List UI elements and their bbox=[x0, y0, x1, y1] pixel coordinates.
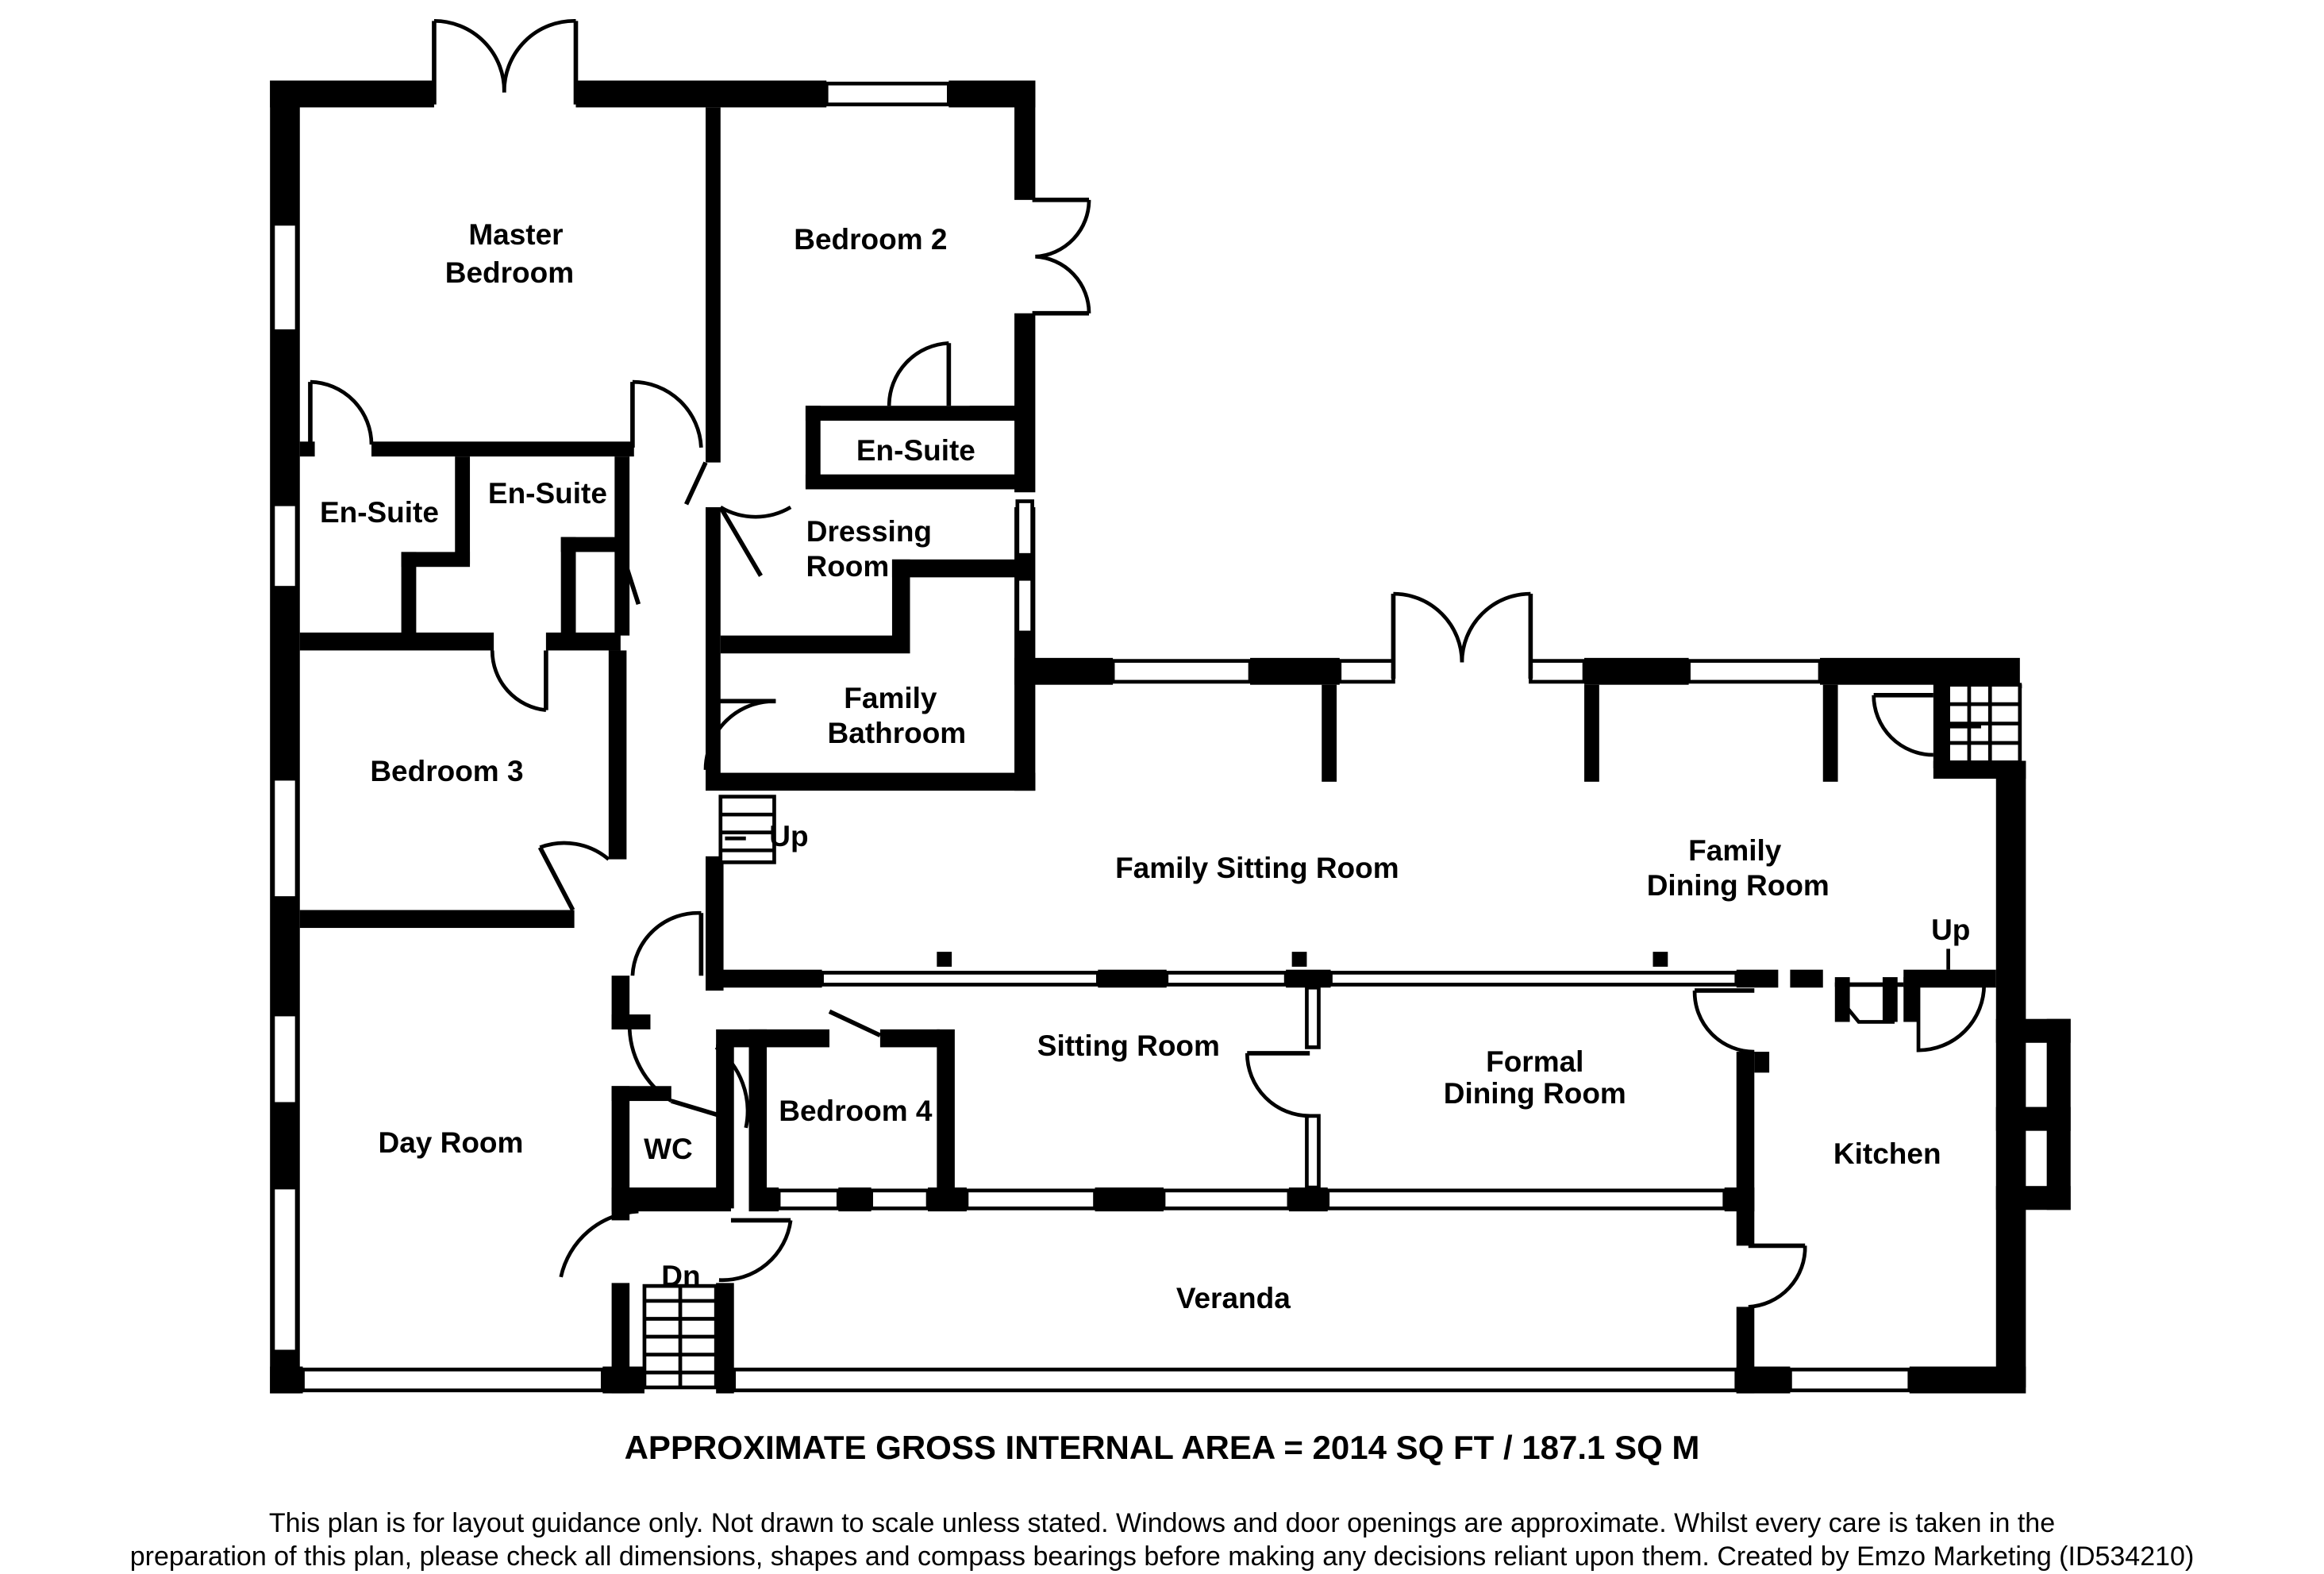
label-family-bathroom: Family bbox=[844, 682, 937, 714]
label-sitting-room: Sitting Room bbox=[1037, 1029, 1220, 1062]
label-kitchen: Kitchen bbox=[1833, 1137, 1941, 1170]
label-family-sitting-room: Family Sitting Room bbox=[1115, 852, 1399, 884]
doors bbox=[308, 18, 1987, 1309]
label-en-suite-mid: En-Suite bbox=[488, 477, 607, 510]
label-master-bedroom-2: Bedroom bbox=[445, 256, 574, 289]
label-en-suite-top: En-Suite bbox=[856, 434, 975, 467]
disclaimer-line-2: preparation of this plan, please check a… bbox=[129, 1541, 2195, 1572]
label-veranda: Veranda bbox=[1176, 1282, 1291, 1314]
label-formal-dining-room: Formal bbox=[1486, 1045, 1583, 1078]
label-en-suite-left: En-Suite bbox=[320, 496, 439, 529]
disclaimer-line-1: This plan is for layout guidance only. N… bbox=[268, 1508, 2056, 1538]
label-stairs-down: Dn bbox=[661, 1260, 700, 1292]
label-wc: WC bbox=[644, 1133, 693, 1165]
room-labels: Master Bedroom Bedroom 2 En-Suite Dressi… bbox=[320, 218, 1970, 1314]
label-bedroom-4: Bedroom 4 bbox=[779, 1095, 933, 1127]
label-day-room: Day Room bbox=[378, 1126, 523, 1159]
label-bedroom-2: Bedroom 2 bbox=[794, 223, 947, 256]
label-family-dining-room: Family bbox=[1688, 834, 1782, 867]
scaled-plan: Master Bedroom Bedroom 2 En-Suite Dressi… bbox=[270, 18, 2071, 1394]
label-stairs-up-kitchen: Up bbox=[1931, 914, 1970, 946]
label-stairs-up-hall: Up bbox=[769, 820, 808, 852]
windows bbox=[271, 81, 2022, 1393]
stairs bbox=[642, 683, 2022, 1390]
label-dressing-room-2: Room bbox=[806, 550, 889, 583]
label-bedroom-3: Bedroom 3 bbox=[370, 755, 523, 787]
label-dressing-room: Dressing bbox=[806, 515, 932, 548]
label-family-bathroom-2: Bathroom bbox=[828, 717, 967, 749]
walls bbox=[270, 80, 2071, 1394]
label-master-bedroom: Master bbox=[468, 218, 563, 251]
label-formal-dining-room-2: Dining Room bbox=[1444, 1077, 1626, 1110]
gross-internal-area: APPROXIMATE GROSS INTERNAL AREA = 2014 S… bbox=[624, 1429, 1700, 1466]
label-family-dining-room-2: Dining Room bbox=[1647, 869, 1830, 902]
